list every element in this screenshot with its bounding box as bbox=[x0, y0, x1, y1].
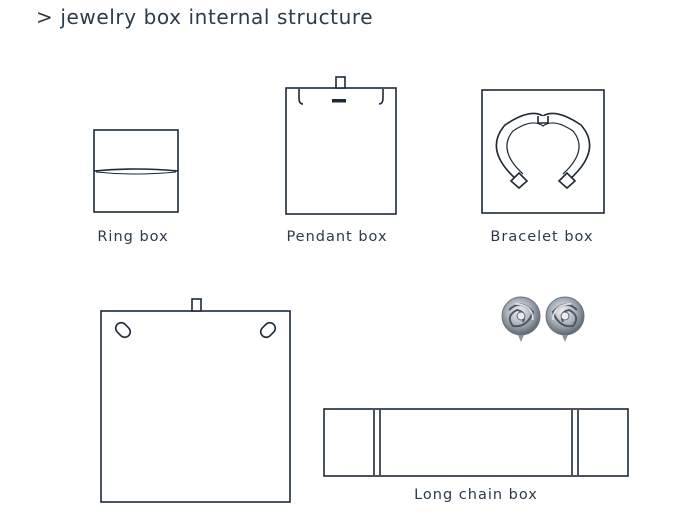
earring-left bbox=[501, 296, 541, 342]
pendant-box-caption: Pendant box bbox=[286, 229, 388, 245]
bracelet-box-caption: Bracelet box bbox=[490, 229, 594, 245]
necklace-box-icon bbox=[100, 298, 291, 503]
ring-box-caption: Ring box bbox=[97, 229, 169, 245]
page-title: > jewelry box internal structure bbox=[36, 5, 374, 29]
earring-right bbox=[545, 296, 585, 342]
ring-box-icon bbox=[93, 129, 179, 213]
pendant-box-icon bbox=[285, 76, 397, 215]
bracelet-box-icon bbox=[481, 89, 605, 214]
long-chain-box-caption: Long chain box bbox=[414, 487, 538, 503]
earring-image bbox=[501, 296, 585, 342]
long-chain-box-icon bbox=[323, 408, 629, 477]
